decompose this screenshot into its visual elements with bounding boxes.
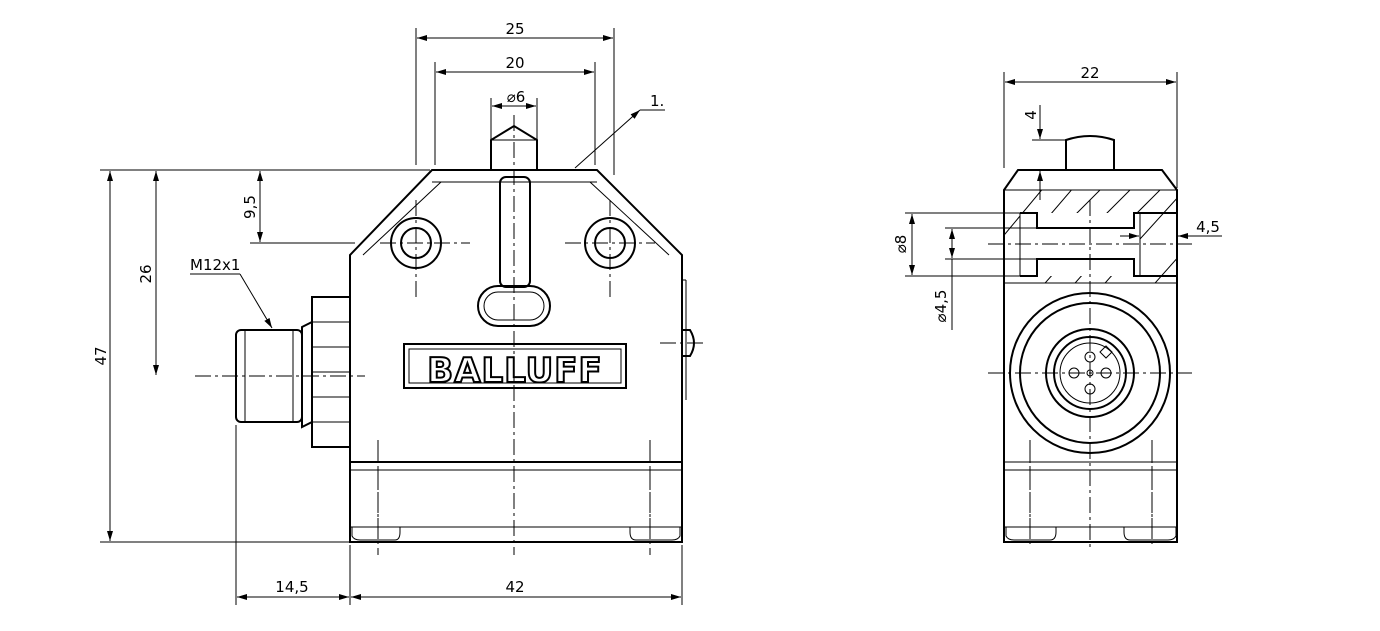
logo-plate bbox=[403, 343, 627, 389]
svg-text:22: 22 bbox=[1080, 64, 1099, 82]
dimension-4: 4 bbox=[1022, 105, 1066, 200]
centerlines-side bbox=[988, 200, 1192, 548]
brand-logo: BALLUFF bbox=[427, 351, 602, 391]
centerlines-front bbox=[195, 115, 706, 555]
dimension-diameter-4-5: ⌀4,5 bbox=[932, 227, 1037, 330]
housing-head bbox=[349, 169, 683, 462]
dimension-25: 25 bbox=[415, 20, 615, 175]
plunger-slot bbox=[499, 176, 531, 288]
svg-text:26: 26 bbox=[137, 264, 155, 283]
svg-text:⌀8: ⌀8 bbox=[892, 235, 910, 254]
svg-text:⌀4,5: ⌀4,5 bbox=[932, 290, 950, 323]
svg-text:M12x1: M12x1 bbox=[190, 256, 240, 274]
dimension-42: 42 bbox=[351, 545, 683, 605]
svg-text:⌀6: ⌀6 bbox=[507, 88, 526, 106]
base-block bbox=[349, 440, 683, 543]
callout-1: 1. bbox=[574, 92, 665, 169]
front-view: BALLUFF bbox=[92, 20, 706, 605]
svg-text:4: 4 bbox=[1022, 110, 1040, 120]
m12-connector bbox=[235, 296, 351, 448]
svg-text:14,5: 14,5 bbox=[275, 578, 308, 596]
svg-text:4,5: 4,5 bbox=[1196, 218, 1220, 236]
dimension-47: 47 bbox=[92, 169, 430, 543]
dimension-4-5-side: 4,5 bbox=[1120, 218, 1222, 242]
dimension-26: 26 bbox=[137, 171, 159, 375]
svg-text:1.: 1. bbox=[650, 92, 664, 110]
side-view: 22 4 ⌀8 ⌀4,5 4,5 bbox=[892, 64, 1222, 548]
svg-text:9,5: 9,5 bbox=[241, 195, 259, 219]
svg-text:25: 25 bbox=[505, 20, 524, 38]
svg-text:20: 20 bbox=[505, 54, 524, 72]
svg-text:42: 42 bbox=[505, 578, 524, 596]
dimension-9-5: 9,5 bbox=[241, 171, 355, 244]
dimension-diameter-6: ⌀6 bbox=[490, 88, 538, 140]
side-plunger bbox=[1065, 135, 1115, 170]
dimension-14-5: 14,5 bbox=[235, 425, 351, 605]
dimension-22: 22 bbox=[1003, 64, 1178, 188]
svg-text:47: 47 bbox=[92, 346, 110, 365]
dimension-20: 20 bbox=[434, 54, 596, 165]
dimension-diameter-8: ⌀8 bbox=[892, 212, 1020, 277]
thread-label: M12x1 bbox=[190, 256, 273, 329]
